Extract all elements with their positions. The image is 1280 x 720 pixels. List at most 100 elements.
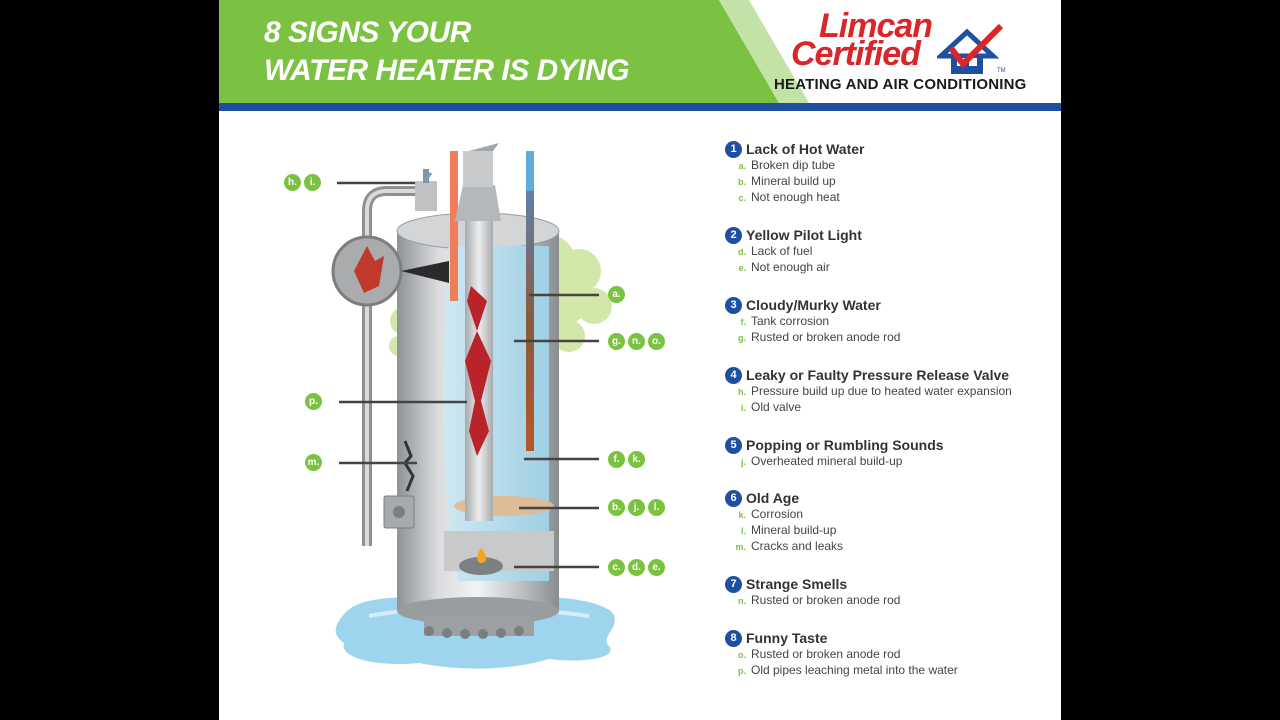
callout-lines bbox=[337, 181, 599, 569]
callout-dot: j. bbox=[628, 499, 645, 516]
vent-hood bbox=[455, 185, 501, 221]
callout-dot: g. bbox=[608, 333, 625, 350]
title-line-2: WATER HEATER IS DYING bbox=[264, 54, 630, 87]
sub-text: Corrosion bbox=[751, 507, 804, 521]
sub-text: Old pipes leaching metal into the water bbox=[751, 663, 958, 677]
sign-title: Lack of Hot Water bbox=[746, 141, 865, 157]
header-banner: 8 SIGNS YOUR WATER HEATER IS DYING Limca… bbox=[219, 0, 1061, 103]
sub-letter: e. bbox=[738, 263, 746, 273]
sign-title: Old Age bbox=[746, 490, 800, 506]
logo-word-1: Limcan bbox=[819, 7, 933, 45]
logo-tagline: HEATING AND AIR CONDITIONING bbox=[774, 76, 1027, 93]
callout-dot: n. bbox=[628, 333, 645, 350]
sub-letter: g. bbox=[738, 333, 746, 343]
callout-m: m. bbox=[305, 454, 322, 471]
callout-g-n-o: g. n. o. bbox=[608, 333, 665, 350]
sign-number: 7 bbox=[725, 575, 742, 593]
sub-letter: j. bbox=[740, 457, 746, 467]
sign-number: 5 bbox=[725, 436, 742, 454]
sub-text: Rusted or broken anode rod bbox=[751, 593, 901, 607]
callout-dot: f. bbox=[608, 451, 625, 468]
sub-text: Mineral build up bbox=[751, 174, 836, 188]
sub-text: Rusted or broken anode rod bbox=[751, 647, 901, 661]
sub-letter: d. bbox=[738, 247, 746, 257]
sub-letter: m. bbox=[735, 542, 746, 552]
sign-number: 6 bbox=[725, 489, 742, 507]
page-title: 8 SIGNS YOUR WATER HEATER IS DYING bbox=[264, 14, 630, 90]
sub-letter: i. bbox=[740, 403, 746, 413]
sub-text: Not enough heat bbox=[751, 190, 840, 204]
sign-title: Popping or Rumbling Sounds bbox=[746, 437, 944, 453]
sub-text: Pressure build up due to heated water ex… bbox=[751, 384, 1012, 398]
heat-exchanger bbox=[465, 286, 491, 456]
banner-shape bbox=[219, 0, 809, 103]
sub-text: Cracks and leaks bbox=[751, 539, 844, 553]
water-heater-diagram bbox=[331, 143, 615, 669]
sub-text: Old valve bbox=[751, 400, 802, 414]
sub-letter: b. bbox=[738, 177, 746, 187]
sub-letter: l. bbox=[740, 526, 746, 536]
logo-word-2: Certified bbox=[791, 35, 921, 73]
callout-dot: l. bbox=[648, 499, 665, 516]
sign-number: 3 bbox=[725, 296, 742, 314]
dip-tube bbox=[450, 151, 458, 301]
callout-dot: p. bbox=[305, 393, 322, 410]
sub-letter: k. bbox=[738, 510, 746, 520]
relief-valve bbox=[415, 181, 437, 211]
sub-letter: p. bbox=[738, 666, 746, 676]
callout-p: p. bbox=[305, 393, 322, 410]
sub-text: Mineral build-up bbox=[751, 523, 837, 537]
callout-dot: i. bbox=[304, 174, 321, 191]
sub-text: Overheated mineral build-up bbox=[751, 454, 903, 468]
sign-number: 2 bbox=[725, 226, 742, 244]
sub-letter: a. bbox=[738, 161, 746, 171]
sub-letter: n. bbox=[738, 596, 746, 606]
sub-letter: f. bbox=[740, 317, 747, 327]
callout-a: a. bbox=[608, 286, 625, 303]
callout-dot: c. bbox=[608, 559, 625, 576]
sign-title: Funny Taste bbox=[746, 630, 828, 646]
infographic-card: 8 SIGNS YOUR WATER HEATER IS DYING Limca… bbox=[219, 0, 1061, 720]
sign-title: Strange Smells bbox=[746, 576, 848, 592]
callout-dot: k. bbox=[628, 451, 645, 468]
sign-number: 1 bbox=[725, 140, 742, 158]
pilot-flame bbox=[477, 548, 487, 563]
sub-letter: c. bbox=[738, 193, 746, 203]
sign-title: Cloudy/Murky Water bbox=[746, 297, 881, 313]
sign-number: 4 bbox=[725, 366, 742, 384]
callout-dot: d. bbox=[628, 559, 645, 576]
callout-h-i: h. i. bbox=[284, 174, 321, 191]
company-logo: Limcan Certified TM HEATING AND AIR COND… bbox=[774, 7, 1029, 98]
sub-letter: o. bbox=[738, 650, 746, 660]
sub-text: Not enough air bbox=[751, 260, 830, 274]
callout-dot: h. bbox=[284, 174, 301, 191]
callout-dot: e. bbox=[648, 559, 665, 576]
logo-tm: TM bbox=[997, 68, 1006, 74]
callout-f-k: f. k. bbox=[608, 451, 645, 468]
sign-number: 8 bbox=[725, 629, 742, 647]
callout-dot: a. bbox=[608, 286, 625, 303]
title-line-1: 8 SIGNS YOUR bbox=[264, 16, 471, 49]
sub-text: Rusted or broken anode rod bbox=[751, 330, 901, 344]
sub-text: Tank corrosion bbox=[751, 314, 830, 328]
house-check-icon: TM bbox=[937, 23, 1006, 74]
sign-title: Yellow Pilot Light bbox=[746, 227, 862, 243]
sub-text: Lack of fuel bbox=[751, 244, 813, 258]
sub-text: Broken dip tube bbox=[751, 158, 836, 172]
header-divider bbox=[219, 103, 1061, 111]
anode-rod bbox=[526, 166, 534, 451]
sub-letter: h. bbox=[738, 387, 746, 397]
callout-dot: o. bbox=[648, 333, 665, 350]
sign-title: Leaky or Faulty Pressure Release Valve bbox=[746, 367, 1010, 383]
callout-c-d-e: c. d. e. bbox=[608, 559, 665, 576]
callout-dot: b. bbox=[608, 499, 625, 516]
callout-dot: m. bbox=[305, 454, 322, 471]
